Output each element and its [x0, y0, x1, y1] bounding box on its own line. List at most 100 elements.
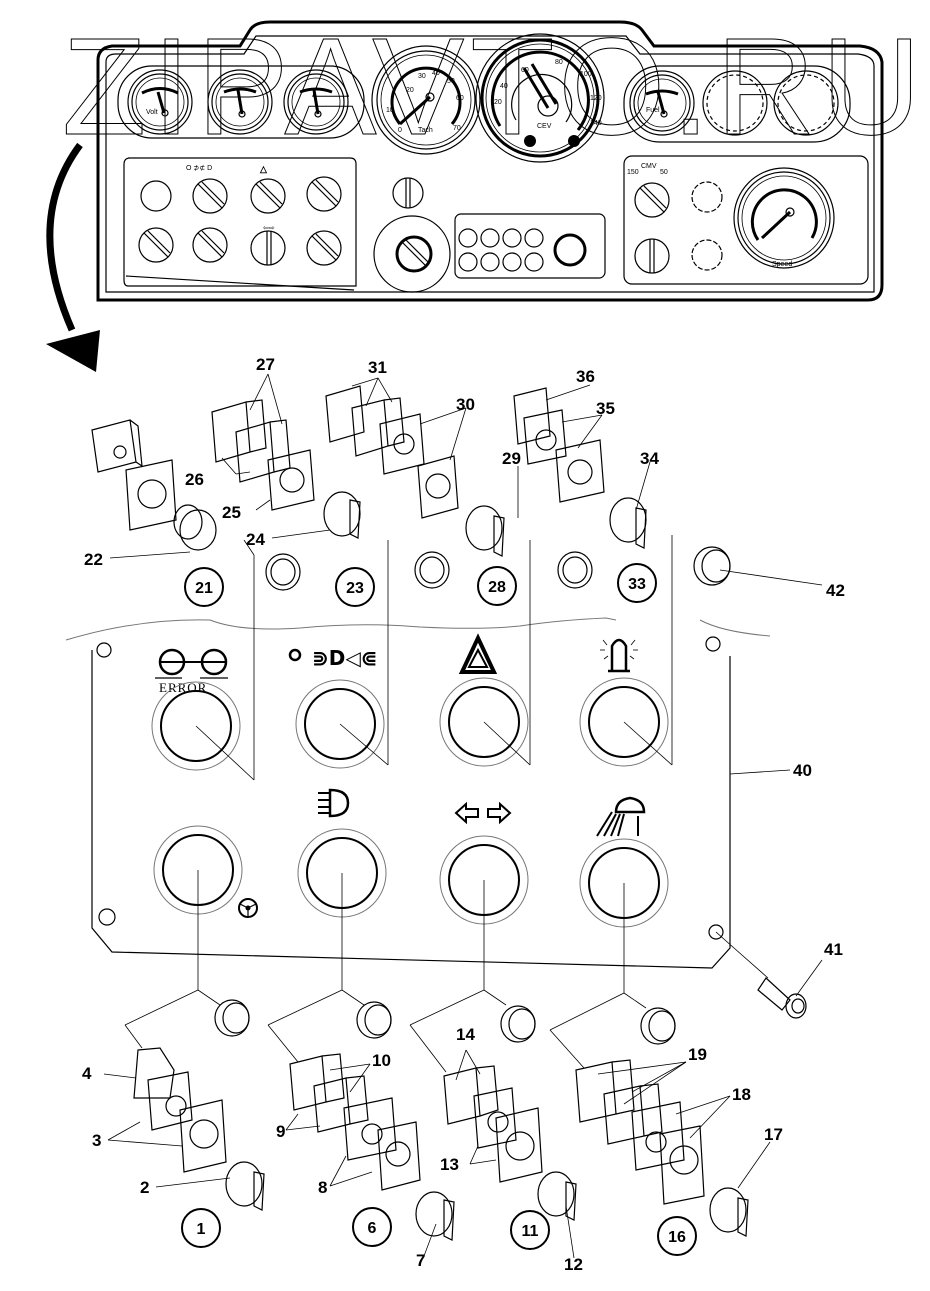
callout-42: 42 — [826, 581, 845, 600]
gauge-aux-speed: Speed — [733, 167, 835, 269]
gauge-voltmeter: Volt — [127, 69, 193, 135]
steering-wheel-icon — [238, 898, 258, 918]
gauge-oil-pressure — [207, 69, 273, 135]
right-gauge-cluster — [623, 65, 851, 143]
callout-leaders — [103, 373, 823, 1259]
curved-arrow-icon — [46, 142, 100, 372]
exploded-parts-top — [91, 385, 731, 591]
svg-text:150: 150 — [627, 169, 639, 176]
turn-indicator-icon — [454, 801, 512, 825]
dashboard-inner-frame — [105, 35, 875, 293]
gauge-fuel-label: Fuel — [646, 107, 660, 114]
mount-hole-br — [708, 924, 724, 940]
svg-text:0: 0 — [398, 127, 402, 134]
aux-gauge-label: Speed — [772, 261, 792, 268]
callout-13: 13 — [440, 1155, 459, 1174]
switch-hole-row1 — [151, 677, 669, 771]
callout-40: 40 — [793, 761, 812, 780]
callout-30: 30 — [456, 395, 475, 414]
svg-text:⇦⇨: ⇦⇨ — [263, 225, 275, 232]
switch-assembly-16 — [575, 1059, 749, 1237]
svg-text:⋑D◁⋐: ⋑D◁⋐ — [312, 646, 378, 670]
switch-hole-row2 — [153, 825, 669, 928]
svg-text:140: 140 — [590, 120, 602, 127]
callout-27: 27 — [256, 355, 275, 374]
switch-assembly-21 — [91, 419, 217, 551]
callout-17: 17 — [764, 1125, 783, 1144]
callout-31: 31 — [368, 358, 387, 377]
lights-off-parking-headlight-icon: ⋑D◁⋐ — [288, 646, 378, 670]
callout-26: 26 — [185, 470, 204, 489]
svg-text:50: 50 — [447, 78, 455, 85]
gauge-coolant-temp — [283, 69, 349, 135]
speedometer-unit: CEV — [537, 123, 552, 130]
callout-14: 14 — [456, 1025, 475, 1044]
gauge-fuel: Fuel — [629, 70, 695, 136]
tach-label: Tach — [418, 127, 433, 134]
gauge-volt-label: Volt — [146, 109, 158, 116]
callout-4: 4 — [82, 1064, 92, 1083]
callout-3: 3 — [92, 1131, 101, 1150]
assembly-16: 16 — [668, 1229, 686, 1246]
callout-36: 36 — [576, 367, 595, 386]
svg-text:CMV: CMV — [641, 163, 657, 170]
callout-25: 25 — [222, 503, 241, 522]
callout-2: 2 — [140, 1178, 149, 1197]
callout-34: 34 — [640, 449, 659, 468]
callout-41: 41 — [824, 940, 843, 959]
fog-light-icon — [318, 788, 350, 818]
hazard-warning-icon — [458, 633, 498, 674]
warning-light-panel — [454, 213, 606, 279]
dashboard-right-panel: 150 CMV 50 Speed — [623, 155, 869, 285]
dashboard-switch-panel: O ⊅⊄ D △ ⇦⇨ — [123, 157, 357, 291]
switch-assembly-28 — [325, 385, 505, 589]
svg-text:10: 10 — [386, 107, 394, 114]
mounting-screw-41 — [715, 931, 807, 1019]
small-gauge-cluster — [117, 65, 365, 139]
assembly-28: 28 — [488, 579, 506, 596]
callout-29: 29 — [502, 449, 521, 468]
svg-text:80: 80 — [555, 59, 563, 66]
work-light-icon — [596, 796, 646, 837]
callout-35: 35 — [596, 399, 615, 418]
callout-18: 18 — [732, 1085, 751, 1104]
svg-text:60: 60 — [521, 67, 529, 74]
callout-22: 22 — [84, 550, 103, 569]
switch-assembly-6 — [289, 1053, 455, 1241]
switch-panel-plate: ERROR ⋑D◁⋐ — [65, 535, 771, 1073]
assembly-numbers: 21 23 28 33 1 6 11 16 — [181, 563, 697, 1256]
svg-text:70: 70 — [453, 125, 461, 132]
assembly-33: 33 — [628, 576, 646, 593]
svg-text:O ⊅⊄ D: O ⊅⊄ D — [186, 164, 212, 172]
svg-text:20: 20 — [406, 87, 414, 94]
assembly-6: 6 — [368, 1220, 377, 1237]
svg-text:100: 100 — [580, 71, 592, 78]
callout-12: 12 — [564, 1255, 583, 1274]
blank-gauge-slot-1 — [702, 70, 768, 136]
svg-text:△: △ — [259, 164, 268, 174]
blank-gauge-slot-2 — [773, 70, 839, 136]
callout-9: 9 — [276, 1122, 285, 1141]
mount-hole-bl — [98, 908, 116, 926]
wheel-slip-error-icon: ERROR — [155, 648, 228, 695]
switch-assembly-11 — [443, 1065, 577, 1221]
assembly-21: 21 — [195, 580, 213, 597]
svg-text:50: 50 — [660, 169, 668, 176]
mount-hole-tl — [96, 642, 112, 658]
panel-outline — [91, 650, 731, 969]
callout-10: 10 — [372, 1051, 391, 1070]
callout-24: 24 — [246, 530, 265, 549]
callout-19: 19 — [688, 1045, 707, 1064]
indicator-lamp-42 — [693, 546, 731, 586]
assembly-23: 23 — [346, 580, 364, 597]
callout-labels: 27 31 36 30 35 29 34 26 25 24 22 42 40 4… — [82, 355, 845, 1274]
assembly-1: 1 — [197, 1221, 206, 1238]
ignition-switch — [373, 177, 451, 293]
callout-7: 7 — [416, 1251, 425, 1270]
svg-text:40: 40 — [500, 83, 508, 90]
mount-hole-tr — [705, 636, 721, 652]
